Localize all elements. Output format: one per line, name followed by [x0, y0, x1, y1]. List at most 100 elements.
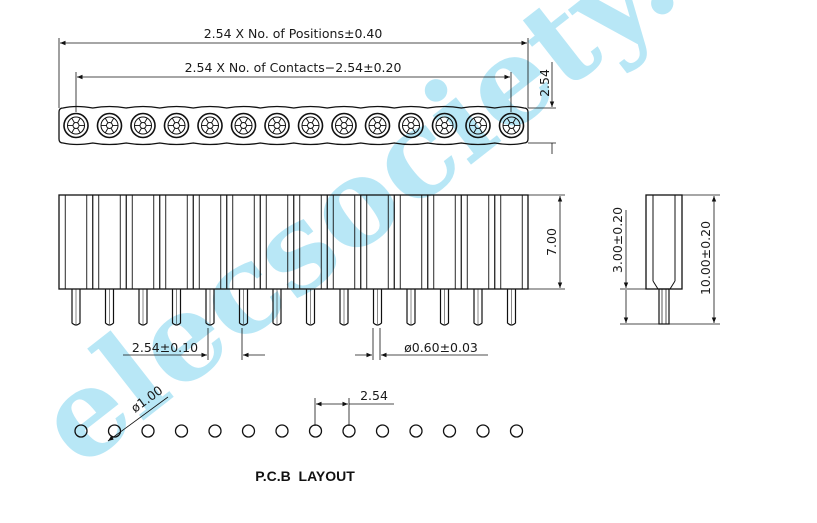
front-height-dim-label: 7.00: [544, 228, 559, 256]
pcb-layout-title: P.C.B LAYOUT: [255, 468, 355, 484]
top-height-dim-label: 2.54: [537, 69, 552, 97]
socket-contact-finger: [177, 127, 182, 134]
socket-contact-finger: [171, 127, 176, 134]
pin-dim-label: ø0.60±0.03: [404, 340, 478, 355]
socket-contact-finger: [177, 117, 182, 124]
socket-contact-finger: [512, 127, 517, 134]
side-pin: [658, 288, 670, 325]
socket-outer-ring: [465, 112, 491, 139]
socket-center: [206, 122, 214, 129]
top-sockets: [63, 112, 525, 139]
pcb-hole: [107, 424, 122, 438]
contact-pin: [305, 289, 316, 326]
socket-contact-finger: [238, 127, 243, 134]
socket-contact-finger: [77, 127, 81, 134]
socket-contact-finger: [138, 117, 142, 124]
socket-contact-finger: [144, 117, 148, 124]
pcb-holes: [74, 424, 524, 438]
socket-contact-finger: [71, 117, 75, 124]
socket-contact-finger: [372, 127, 377, 134]
pitch-dim-label: 2.54±0.10: [132, 340, 198, 355]
socket-outer-ring: [230, 112, 257, 139]
socket-center: [139, 122, 147, 129]
socket-outer-ring: [398, 112, 424, 139]
socket-contact-finger: [305, 117, 310, 124]
socket-contact-finger: [512, 117, 517, 124]
socket-contact-finger: [479, 117, 483, 124]
socket-contact-finger: [211, 117, 215, 124]
socket-outer-ring: [498, 112, 525, 139]
socket-contact-finger: [238, 117, 243, 124]
side-total-dim-label: 10.00±0.20: [698, 221, 713, 295]
contact-pin: [272, 289, 282, 326]
top-strip-body: [58, 105, 529, 146]
contact-pin: [506, 289, 517, 326]
pcb-hole: [308, 424, 323, 438]
pcb-hole: [409, 424, 423, 438]
socket-center: [307, 122, 314, 129]
contact-pin: [372, 289, 383, 326]
socket-center: [173, 122, 180, 129]
contact-pin: [406, 289, 416, 326]
socket-contact-finger: [406, 117, 410, 124]
socket-contact-finger: [144, 127, 148, 134]
side-view: 3.00±0.20 10.00±0.20: [610, 194, 720, 325]
socket-contact-finger: [339, 127, 343, 134]
positions-dim-label: 2.54 X No. of Positions±0.40: [204, 26, 383, 41]
side-body-dim-label: 3.00±0.20: [610, 207, 625, 273]
socket-contact-finger: [345, 127, 349, 134]
socket-center: [72, 122, 80, 129]
side-body: [645, 194, 683, 290]
socket-center: [106, 122, 113, 129]
socket-contact-finger: [305, 127, 310, 134]
socket-outer-ring: [96, 112, 123, 139]
socket-contact-finger: [445, 127, 450, 134]
socket-contact-finger: [110, 117, 115, 124]
socket-contact-finger: [272, 117, 276, 124]
contact-pin: [171, 289, 182, 326]
socket-contact-finger: [439, 117, 444, 124]
contact-pin: [71, 289, 81, 326]
contact-pin: [205, 289, 215, 326]
socket-center: [240, 122, 247, 129]
socket-contact-finger: [345, 117, 349, 124]
socket-contact-finger: [406, 127, 410, 134]
pcb-hole: [509, 424, 524, 438]
pcb-hole: [241, 424, 256, 438]
socket-contact-finger: [412, 127, 416, 134]
side-inner-taper: [652, 280, 676, 290]
socket-contact-finger: [77, 117, 81, 124]
socket-contact-finger: [244, 117, 249, 124]
socket-contact-finger: [244, 127, 249, 134]
socket-contact-finger: [339, 117, 343, 124]
socket-outer-ring: [364, 112, 391, 139]
socket-contact-finger: [104, 117, 109, 124]
contact-pin: [104, 289, 115, 326]
socket-contact-finger: [506, 117, 511, 124]
socket-contact-finger: [311, 117, 316, 124]
contacts-dim-label: 2.54 X No. of Contacts−2.54±0.20: [185, 60, 402, 75]
hole-dim-leader: [107, 396, 169, 442]
socket-center: [273, 122, 281, 129]
pcb-hole: [174, 424, 189, 438]
socket-contact-finger: [412, 117, 416, 124]
socket-contact-finger: [110, 127, 115, 134]
socket-outer-ring: [264, 112, 290, 139]
socket-outer-ring: [130, 112, 156, 139]
contact-pin: [439, 289, 450, 326]
socket-contact-finger: [473, 117, 477, 124]
socket-contact-finger: [205, 117, 209, 124]
pcb-layout: ø1.00 2.54 P.C.B LAYOUT: [74, 382, 524, 484]
socket-contact-finger: [311, 127, 316, 134]
pcb-hole: [74, 424, 88, 438]
front-cells: [64, 195, 523, 326]
socket-outer-ring: [197, 112, 223, 139]
contact-pin: [339, 289, 349, 326]
socket-contact-finger: [445, 117, 450, 124]
socket-contact-finger: [378, 127, 383, 134]
contact-pin: [473, 289, 483, 326]
socket-outer-ring: [331, 112, 357, 139]
socket-contact-finger: [205, 127, 209, 134]
top-view: 2.54 X No. of Positions±0.40 2.54 X No. …: [58, 26, 556, 154]
